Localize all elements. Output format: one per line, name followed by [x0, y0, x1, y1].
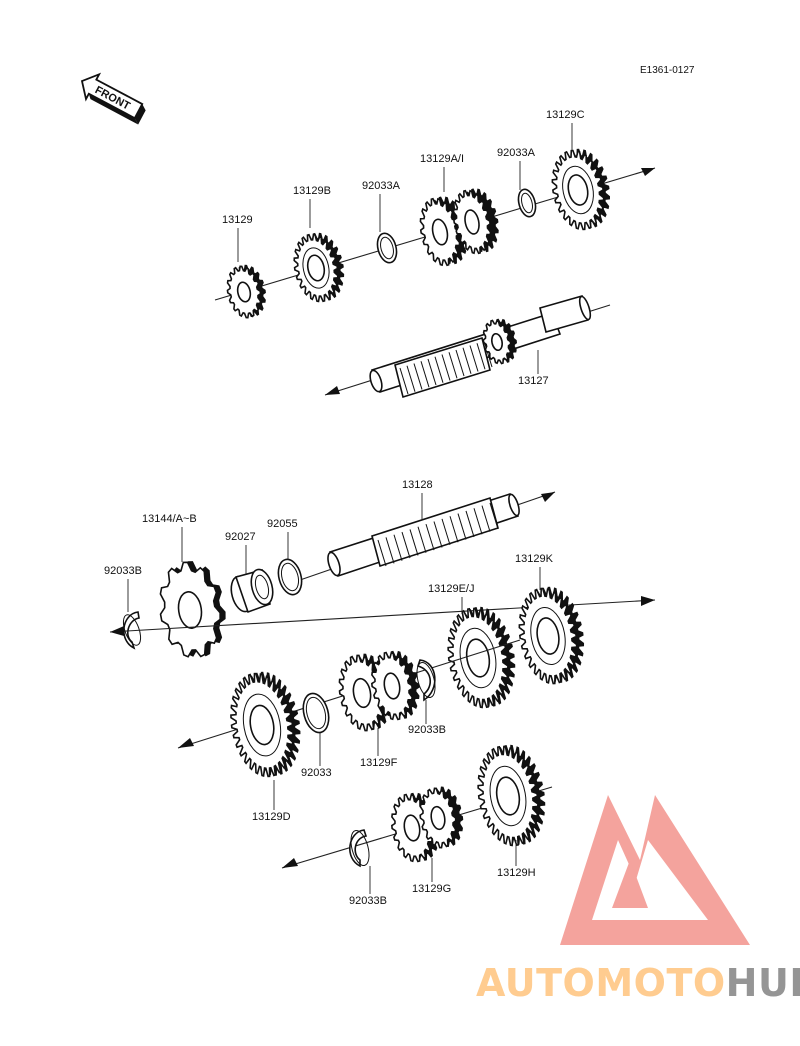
circlip-92033A-left: [376, 232, 398, 264]
circlip-92033B-bottom: [349, 829, 370, 868]
label-13129E-J: 13129E/J: [428, 583, 474, 595]
label-92033B-mid: 92033B: [408, 724, 446, 736]
front-arrow-icon: FRONT: [80, 72, 146, 125]
gear-13129A-I: [419, 188, 499, 267]
label-92033A-right: 92033A: [497, 147, 536, 159]
label-13129F: 13129F: [360, 757, 398, 769]
washer-92055: [277, 558, 303, 596]
sprocket-13144: [159, 561, 226, 658]
label-92027: 92027: [225, 531, 256, 543]
label-13129C: 13129C: [546, 109, 585, 121]
label-13129B: 13129B: [293, 185, 331, 197]
gear-13129D: [230, 671, 301, 778]
logo-text-automoto: AUTOMOTOHUB: [476, 961, 800, 1005]
gear-13129K: [518, 586, 585, 685]
label-13129A-I: 13129A/I: [420, 153, 464, 165]
gear-13129G: [391, 786, 464, 863]
label-13129K: 13129K: [515, 553, 554, 565]
label-13128: 13128: [402, 479, 433, 491]
bushing-92027: [230, 568, 274, 614]
label-92033B-bottom: 92033B: [349, 895, 387, 907]
label-13144: 13144/A~B: [142, 513, 197, 525]
label-13129: 13129: [222, 214, 253, 226]
gear-13129B: [293, 232, 345, 303]
circlip-92033: [302, 692, 330, 734]
label-92033A-left: 92033A: [362, 180, 401, 192]
label-92033: 92033: [301, 767, 332, 779]
label-13129D: 13129D: [252, 811, 291, 823]
circlip-92033B-mid: [416, 659, 436, 702]
gear-13129E-J: [447, 606, 516, 709]
label-13127: 13127: [518, 375, 549, 387]
gear-13129C: [551, 148, 611, 231]
gear-13129F: [338, 650, 420, 732]
logo-text-automoto-part: AUTOMOTO: [476, 961, 726, 1005]
logo-text-hub-part: HUB: [726, 961, 800, 1005]
shaft-13127: [324, 295, 611, 399]
automotohub-logo: AUTOMOTOHUB: [476, 795, 800, 1005]
label-13129G: 13129G: [412, 883, 451, 895]
label-92055: 92055: [267, 518, 298, 530]
circlip-92033A-right: [517, 188, 537, 218]
gear-13129: [226, 264, 266, 319]
diagram-code: E1361-0127: [640, 65, 695, 76]
shaft-13128: [299, 491, 556, 581]
label-92033B-sprocket: 92033B: [104, 565, 142, 577]
gear-13129H: [477, 744, 546, 847]
circlip-92033B-sprocket: [122, 611, 142, 650]
label-13129H: 13129H: [497, 867, 536, 879]
